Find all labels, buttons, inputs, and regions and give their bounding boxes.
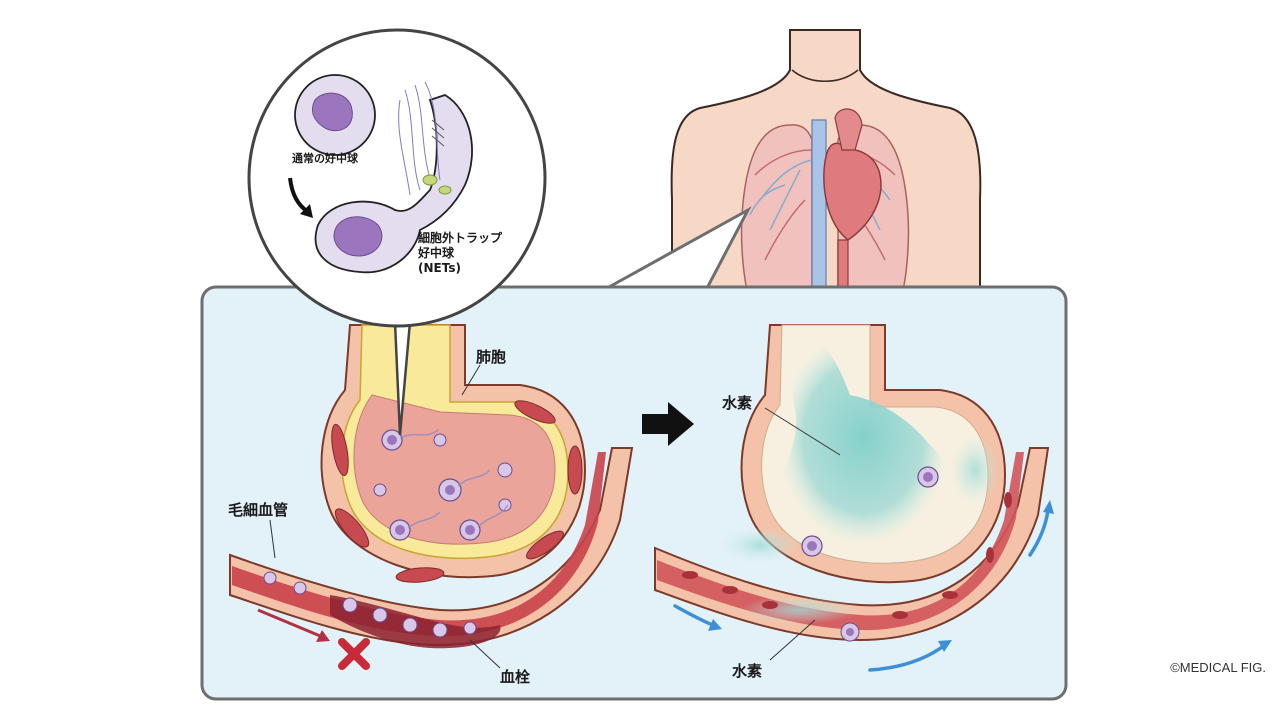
right-capillary: [654, 447, 1054, 672]
label-thrombus: 血栓: [500, 668, 530, 686]
left-capillary: [229, 447, 634, 670]
label-nets-line1: 細胞外トラップ: [418, 230, 503, 245]
label-hydrogen-vessel: 水素: [732, 662, 762, 680]
alveolus-neutrophils: [373, 429, 513, 541]
leader-lines: [269, 364, 841, 669]
label-alveolus: 肺胞: [476, 348, 506, 366]
block-x-mark: [338, 638, 370, 670]
copyright-credit: ©MEDICAL FIG.: [1170, 660, 1266, 675]
label-capillary: 毛細血管: [228, 501, 288, 519]
label-nets-line3: (NETs): [418, 261, 461, 275]
label-hydrogen-alveolus: 水素: [722, 394, 752, 412]
label-normal-neutrophil: 通常の好中球: [292, 151, 359, 165]
vena-cava: [811, 119, 827, 293]
blocked-flow-arrow: [257, 608, 326, 640]
transition-arrow: [642, 402, 694, 446]
hydrogen-cloud: [777, 330, 950, 546]
label-nets-line2: 好中球: [417, 245, 455, 260]
magnifier: [247, 28, 547, 436]
right-alveolus: [720, 324, 1007, 584]
torso: [670, 29, 982, 293]
